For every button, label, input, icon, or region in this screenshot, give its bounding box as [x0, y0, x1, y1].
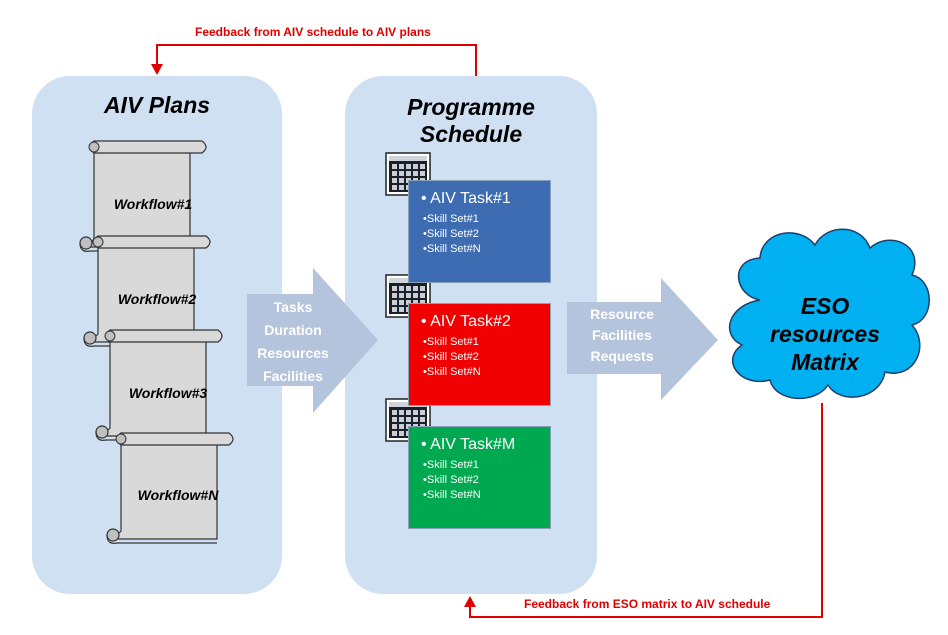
skill-item: •Skill Set#1 [423, 459, 479, 471]
arrow-label-duration: Duration [264, 322, 322, 338]
calendar-cell [420, 171, 425, 176]
calendar-cell [392, 185, 397, 190]
calendar-cell [399, 410, 404, 415]
aiv-plans-title: AIV Plans [103, 92, 211, 118]
calendar-cell [413, 417, 418, 422]
calendar-cell [413, 171, 418, 176]
left-block-arrow [247, 268, 378, 413]
skill-item: •Skill Set#N [423, 366, 481, 378]
workflow-scroll-4 [106, 432, 234, 544]
workflow-label-3: Workflow#3 [128, 385, 208, 401]
skill-item: •Skill Set#N [423, 489, 481, 501]
calendar-cell [406, 164, 411, 169]
calendar-cell [420, 417, 425, 422]
calendar-cell [406, 410, 411, 415]
cloud-line-2: resources [770, 321, 880, 347]
workflow-label-1: Workflow#1 [113, 196, 193, 212]
cloud-shape [728, 228, 930, 399]
calendar-cell [392, 293, 397, 298]
aiv-task-2-box: • AIV Task#2 •Skill Set#1 •Skill Set#2 •… [408, 303, 551, 406]
skill-item: •Skill Set#2 [423, 228, 479, 240]
feedback-bottom-label: Feedback from ESO matrix to AIV schedule [524, 597, 771, 611]
workflow-label-n: Workflow#N [137, 487, 219, 503]
feedback-bottom-line [469, 403, 823, 618]
calendar-cell [413, 293, 418, 298]
calendar-cell [399, 307, 404, 312]
arrow-label-facilities: Facilities [592, 327, 652, 343]
calendar-cell [406, 417, 411, 422]
calendar-cell [420, 410, 425, 415]
calendar-cell [399, 431, 404, 436]
workflow-scroll-3 [95, 329, 223, 441]
schedule-title-line1: Programme [407, 94, 535, 120]
aiv-task-m-box: • AIV Task#M •Skill Set#1 •Skill Set#2 •… [408, 426, 551, 529]
calendar-cell [420, 293, 425, 298]
arrow-label-resource: Resource [590, 306, 654, 322]
task-title: • AIV Task#M [421, 436, 516, 453]
feedback-top-arrowhead [151, 64, 163, 75]
calendar-cell [406, 286, 411, 291]
calendar-cell [420, 164, 425, 169]
feedback-bottom-arrowhead [464, 596, 476, 607]
workflow-label-2: Workflow#2 [117, 291, 197, 307]
calendar-cell [413, 300, 418, 305]
calendar-cell [399, 178, 404, 183]
arrow-label-requests: Requests [590, 348, 654, 364]
skill-item: •Skill Set#1 [423, 336, 479, 348]
cloud-line-3: Matrix [791, 349, 859, 375]
calendar-cell [399, 185, 404, 190]
calendar-cell [413, 286, 418, 291]
calendar-cell [392, 307, 397, 312]
calendar-cell [399, 171, 404, 176]
skill-item: •Skill Set#2 [423, 474, 479, 486]
calendar-cell [413, 164, 418, 169]
skill-item: •Skill Set#N [423, 243, 481, 255]
feedback-top-line [156, 44, 477, 76]
arrow-label-tasks: Tasks [273, 299, 313, 315]
calendar-cell [420, 286, 425, 291]
aiv-task-1-box: • AIV Task#1 •Skill Set#1 •Skill Set#2 •… [408, 180, 551, 283]
schedule-title-line2: Schedule [419, 121, 523, 147]
skill-item: •Skill Set#1 [423, 213, 479, 225]
right-block-arrow [567, 278, 718, 400]
calendar-cell [406, 300, 411, 305]
calendar-cell [392, 410, 397, 415]
calendar-cell [392, 431, 397, 436]
calendar-cell [392, 171, 397, 176]
calendar-cell [392, 164, 397, 169]
programme-schedule-title: Programme Schedule [345, 94, 597, 148]
cloud-label: ESO resources Matrix [735, 292, 915, 376]
calendar-cell [420, 300, 425, 305]
calendar-cell [406, 293, 411, 298]
calendar-cell [392, 286, 397, 291]
calendar-cell [399, 300, 404, 305]
arrow-label-resources: Resources [257, 345, 329, 361]
feedback-top-label: Feedback from AIV schedule to AIV plans [195, 25, 431, 39]
calendar-cell [399, 417, 404, 422]
calendar-cell [392, 300, 397, 305]
arrow-label-facilities: Facilities [263, 368, 323, 384]
cloud-line-1: ESO [800, 293, 850, 319]
task-title: • AIV Task#1 [421, 190, 511, 207]
task-title: • AIV Task#2 [421, 313, 511, 330]
calendar-cell [399, 424, 404, 429]
calendar-cell [392, 417, 397, 422]
calendar-cell [399, 293, 404, 298]
left-arrow-labels: Tasks Duration Resources Facilities [247, 296, 339, 388]
calendar-cell [413, 410, 418, 415]
calendar-cell [392, 178, 397, 183]
right-arrow-labels: Resource Facilities Requests [573, 304, 671, 367]
calendar-cell [406, 171, 411, 176]
calendar-cell [399, 286, 404, 291]
calendar-cell [392, 424, 397, 429]
calendar-cell [399, 164, 404, 169]
skill-item: •Skill Set#2 [423, 351, 479, 363]
